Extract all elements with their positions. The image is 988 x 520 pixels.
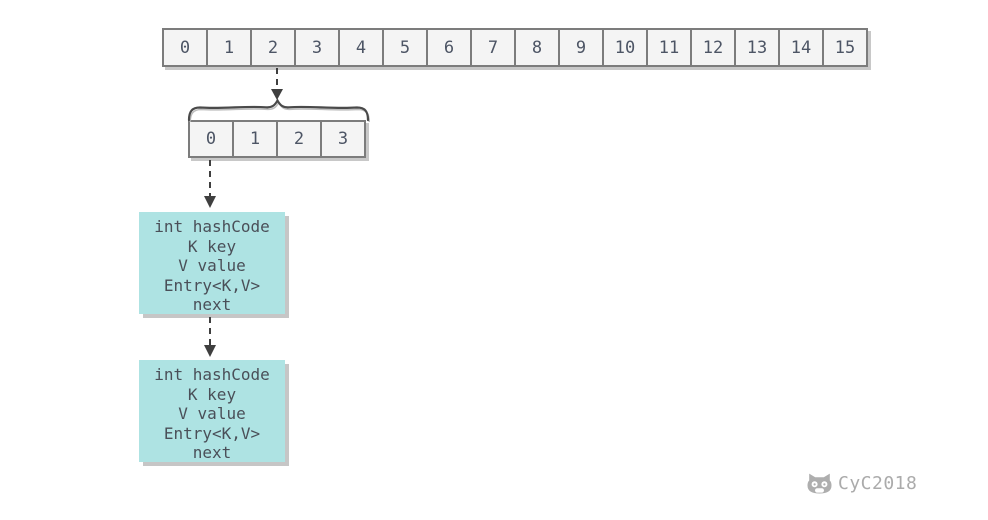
dashed-arrow-cell2-to-bucket [271,68,283,100]
watermark-label: CyC2018 [838,473,918,494]
array-cell: 3 [320,120,366,158]
array-cell: 15 [822,28,868,67]
dashed-arrow-bucket-to-node1 [204,160,216,208]
entry-field: Entry<K,V> [163,275,261,295]
entry-field: next [192,443,232,462]
array-cell: 9 [558,28,604,67]
array-cell: 13 [734,28,780,67]
entry-field: Entry<K,V> [163,423,261,443]
entry-field: K key [187,236,237,256]
brace [187,98,370,123]
array-cell: 0 [162,28,208,67]
entry-field: K key [187,384,237,404]
array-cell: 6 [426,28,472,67]
array-cell: 12 [690,28,736,67]
watermark: CyC2018 [806,471,917,496]
robot-cat-icon [807,473,832,494]
array-cell: 0 [188,120,234,158]
array-cell: 10 [602,28,648,67]
array-cell: 8 [514,28,560,67]
entry-field: int hashCode [154,217,270,236]
dashed-arrow-node1-to-node2 [204,317,216,357]
array-cell: 7 [470,28,516,67]
array-cell: 4 [338,28,384,67]
array-cell: 2 [250,28,296,67]
array-cell: 1 [206,28,252,67]
array-cell: 3 [294,28,340,67]
array-cell: 14 [778,28,824,67]
array-cell: 2 [276,120,322,158]
array-cell: 5 [382,28,428,67]
entry-field: V value [178,404,246,423]
array-cell: 11 [646,28,692,67]
array-cell: 1 [232,120,278,158]
entry-field: int hashCode [154,365,270,384]
entry-field: V value [178,256,246,275]
entry-field: next [192,295,232,314]
